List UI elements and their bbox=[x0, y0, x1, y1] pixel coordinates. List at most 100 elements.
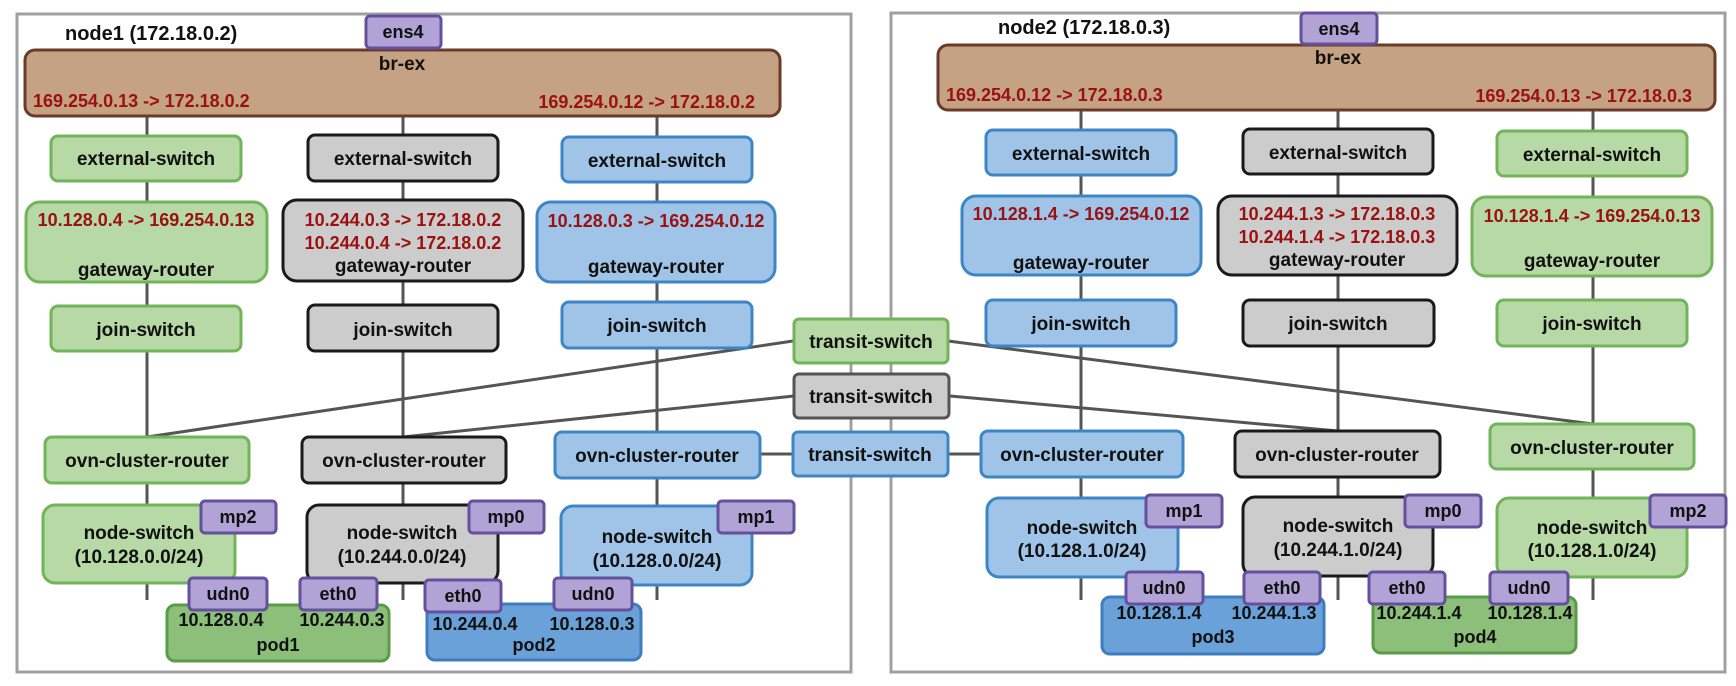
transit-switch-blue-label: transit-switch bbox=[808, 445, 932, 466]
node2-green-gateway-router bbox=[1470, 195, 1714, 278]
node1-blue-ovn-cluster-router-label: ovn-cluster-router bbox=[575, 446, 739, 467]
node2-blue-join-switch bbox=[984, 298, 1178, 348]
node1-gray-external-switch bbox=[306, 133, 500, 183]
node1-gray-external-switch-label: external-switch bbox=[334, 149, 472, 170]
node2-blue-gateway-router-label: gateway-router bbox=[1013, 253, 1150, 274]
node2-green-external-switch-label: external-switch bbox=[1523, 145, 1661, 166]
node2-gray-gateway-router-label: gateway-router bbox=[1269, 250, 1406, 271]
node1-green-ovn-cluster-router-label: ovn-cluster-router bbox=[65, 451, 229, 472]
node1-blue-gateway-route: 10.128.0.3 -> 169.254.0.12 bbox=[548, 211, 765, 231]
node2-green-gateway-router-label: gateway-router bbox=[1524, 251, 1661, 272]
node1-gray-gateway-route-2: 10.244.0.4 -> 172.18.0.2 bbox=[305, 233, 502, 253]
node2-gray-join-switch bbox=[1241, 298, 1436, 348]
node2-blue-join-switch-label: join-switch bbox=[1030, 314, 1130, 335]
node1-blue-node-switch bbox=[559, 504, 754, 587]
node2-gray-ovn-cluster-router-label: ovn-cluster-router bbox=[1255, 445, 1419, 466]
node2-blue-external-switch-label: external-switch bbox=[1012, 144, 1150, 165]
node1-green-node-switch-label: node-switch bbox=[84, 523, 195, 544]
node1-green-gateway-router-label: gateway-router bbox=[78, 260, 215, 281]
pod2-udn0-label: udn0 bbox=[572, 584, 615, 604]
node1-blue-gateway-router-label: gateway-router bbox=[588, 257, 725, 278]
node2-blue-mp-label: mp1 bbox=[1165, 501, 1202, 521]
node2-gray-external-switch-label: external-switch bbox=[1269, 143, 1407, 164]
pod4-udn0-label: udn0 bbox=[1508, 578, 1551, 598]
pod4-eth0-interface bbox=[1367, 570, 1447, 606]
node1-blue-external-switch-label: external-switch bbox=[588, 151, 726, 172]
node1-br-ex bbox=[23, 48, 782, 118]
node1-blue-gateway-router bbox=[535, 200, 777, 284]
pod2-udn0-interface bbox=[552, 576, 634, 612]
pod4-eth0-label: eth0 bbox=[1388, 578, 1425, 598]
node2-gray-gateway-router bbox=[1216, 194, 1459, 277]
node2-title: node2 (172.18.0.3) bbox=[998, 17, 1170, 39]
node2-green-mp-label: mp2 bbox=[1669, 501, 1706, 521]
node2-green-mp-interface bbox=[1648, 493, 1728, 529]
node1-br-ex-label: br-ex bbox=[379, 54, 426, 75]
node1-ens4-interface bbox=[364, 14, 443, 50]
node2-blue-external-switch bbox=[984, 128, 1178, 177]
node1-blue-node-switch-subnet: (10.128.0.0/24) bbox=[593, 551, 722, 572]
link bbox=[146, 339, 794, 439]
node1-title: node1 (172.18.0.2) bbox=[65, 23, 237, 45]
node2-blue-mp-interface bbox=[1144, 493, 1224, 529]
pod2-eth0-interface bbox=[423, 578, 503, 614]
pod4-label: pod4 bbox=[1454, 627, 1497, 647]
pod2-eth0-label: eth0 bbox=[444, 586, 481, 606]
node1-gray-ovn-cluster-router-label: ovn-cluster-router bbox=[322, 451, 486, 472]
node2-gray-external-switch bbox=[1241, 127, 1435, 176]
pod1 bbox=[165, 603, 391, 663]
node2-green-node-switch-subnet: (10.128.1.0/24) bbox=[1528, 541, 1657, 562]
pod3 bbox=[1100, 595, 1326, 656]
node2-gray-node-switch bbox=[1241, 495, 1435, 578]
node2-blue-node-switch bbox=[985, 496, 1180, 579]
node2-blue-ovn-cluster-router-label: ovn-cluster-router bbox=[1000, 445, 1164, 466]
node2-green-gateway-route: 10.128.1.4 -> 169.254.0.13 bbox=[1484, 206, 1701, 226]
node1-gray-ovn-cluster-router bbox=[300, 435, 508, 485]
node2-blue-ovn-cluster-router bbox=[979, 429, 1185, 479]
transit-switch-gray bbox=[792, 372, 951, 420]
node2-green-ovn-cluster-router bbox=[1488, 422, 1696, 471]
node1-green-external-switch bbox=[49, 134, 243, 183]
node1-gray-gateway-router bbox=[281, 198, 525, 283]
node2-green-join-switch bbox=[1495, 298, 1689, 348]
node2-green-join-switch-label: join-switch bbox=[1541, 314, 1641, 335]
node1-gray-join-switch bbox=[306, 303, 500, 353]
pod1-udn0-label: udn0 bbox=[207, 584, 250, 604]
node2-blue-node-switch-label: node-switch bbox=[1027, 518, 1138, 539]
node1-green-ovn-cluster-router bbox=[43, 435, 251, 485]
pod1-ip-b: 10.244.0.3 bbox=[299, 610, 384, 630]
pod2 bbox=[425, 602, 643, 662]
node1-gray-join-switch-label: join-switch bbox=[352, 320, 452, 341]
link bbox=[402, 394, 795, 439]
pod3-udn0-label: udn0 bbox=[1143, 578, 1186, 598]
node2-gray-gateway-route-1: 10.244.1.3 -> 172.18.0.3 bbox=[1239, 204, 1436, 224]
node1-gray-gateway-route-1: 10.244.0.3 -> 172.18.0.2 bbox=[305, 210, 502, 230]
transit-switch-blue bbox=[791, 430, 950, 478]
node2-green-node-switch bbox=[1495, 496, 1689, 579]
node2-green-node-switch-label: node-switch bbox=[1537, 518, 1648, 539]
node1-green-join-switch-label: join-switch bbox=[95, 320, 195, 341]
node1-ens4-label: ens4 bbox=[382, 22, 423, 42]
node2-gray-mp-label: mp0 bbox=[1424, 501, 1461, 521]
pod4-udn0-interface bbox=[1488, 570, 1570, 606]
node2-blue-gateway-router bbox=[960, 194, 1203, 277]
node1-blue-mp-label: mp1 bbox=[737, 507, 774, 527]
pod4 bbox=[1371, 595, 1578, 655]
pod3-label: pod3 bbox=[1192, 627, 1235, 647]
node2-ens4-interface bbox=[1299, 11, 1379, 46]
node1-blue-external-switch bbox=[560, 135, 754, 184]
node2-gray-node-switch-subnet: (10.244.1.0/24) bbox=[1274, 540, 1403, 561]
pod1-udn0-interface bbox=[187, 576, 269, 612]
transit-switch-gray-label: transit-switch bbox=[809, 387, 933, 408]
transit-switch-green-label: transit-switch bbox=[809, 332, 933, 353]
node1-br-ex-route-right: 169.254.0.12 -> 172.18.0.2 bbox=[538, 92, 755, 112]
node1-green-node-switch-subnet: (10.128.0.0/24) bbox=[75, 547, 204, 568]
transit-switch-green bbox=[792, 317, 950, 365]
node2-blue-gateway-route: 10.128.1.4 -> 169.254.0.12 bbox=[973, 204, 1190, 224]
node1-green-external-switch-label: external-switch bbox=[77, 149, 215, 170]
node1-gray-gateway-router-label: gateway-router bbox=[335, 256, 472, 277]
pod1-eth0-interface bbox=[298, 576, 379, 612]
node2-br-ex-label: br-ex bbox=[1315, 48, 1362, 69]
node2-gray-node-switch-label: node-switch bbox=[1283, 516, 1394, 537]
node2-gray-gateway-route-2: 10.244.1.4 -> 172.18.0.3 bbox=[1239, 227, 1436, 247]
